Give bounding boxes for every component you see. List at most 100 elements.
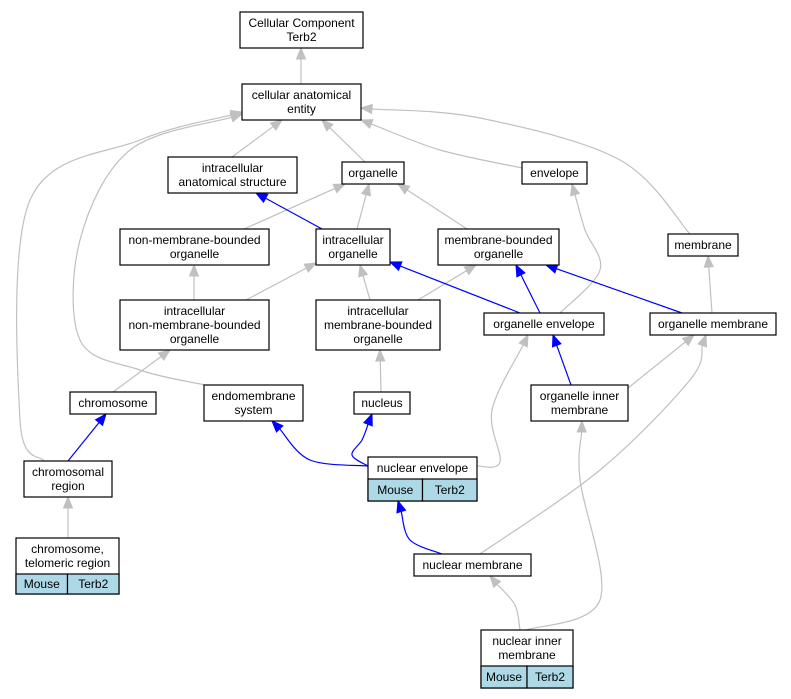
edge-line	[559, 194, 602, 314]
annotation-species: Mouse	[486, 670, 522, 684]
edge-arrowhead	[703, 254, 715, 268]
node-box	[69, 391, 157, 415]
edge-oenv-to-envelope	[559, 182, 602, 314]
node-box	[23, 460, 113, 498]
node-box	[483, 312, 605, 336]
edge-line	[279, 428, 369, 467]
edge-arrowhead	[271, 420, 284, 433]
edge-nmbo-to-organelle	[243, 183, 347, 230]
edge-arrowhead	[697, 333, 708, 348]
node-membrane[interactable]: membrane	[667, 233, 739, 257]
edge-arrowhead	[188, 263, 200, 277]
edge-arrowhead	[360, 182, 372, 197]
edge-nenv-to-nucleus	[351, 412, 373, 467]
node-label-line: organelle membrane	[658, 317, 768, 331]
edge-oenv-to-io	[388, 261, 521, 314]
edge-oim-to-oenv	[551, 333, 572, 386]
node-label-line: nuclear envelope	[377, 461, 469, 475]
edge-nenv-to-endo	[271, 420, 369, 467]
node-box	[521, 161, 588, 185]
edge-line	[417, 270, 467, 301]
edge-cae-to-root	[295, 46, 307, 84]
edge-line	[400, 265, 521, 314]
node-label-line: entity	[287, 102, 316, 116]
node-label-line: organelle	[474, 247, 524, 261]
edge-arrowhead	[94, 412, 107, 427]
node-box	[353, 391, 411, 415]
node-box	[667, 233, 739, 257]
node-label-line: non-membrane-bounded	[128, 233, 260, 247]
edge-line	[16, 114, 232, 462]
edge-line	[379, 360, 382, 393]
edge-arrowhead	[388, 261, 403, 272]
edge-oim-to-omem	[627, 334, 696, 389]
node-label-line: envelope	[530, 166, 579, 180]
node-label-line: membrane-bounded	[444, 233, 552, 247]
annotation-gene: Terb2	[78, 577, 108, 591]
edge-arrowhead	[269, 119, 284, 132]
edge-arrowhead	[375, 348, 386, 362]
node-label-line: region	[51, 479, 84, 493]
edge-ctr-to-chreg	[62, 495, 74, 538]
node-box	[241, 83, 362, 121]
node-envelope[interactable]: envelope	[521, 161, 588, 185]
node-inmbo[interactable]: intracellularnon-membrane-boundedorganel…	[119, 299, 270, 351]
edge-ias-to-cae	[231, 119, 284, 158]
edge-line	[67, 422, 100, 462]
node-nucleus[interactable]: nucleus	[353, 391, 411, 415]
edge-line	[72, 116, 232, 386]
node-label-line: organelle	[170, 247, 220, 261]
node-label-line: Cellular Component	[248, 16, 355, 30]
edge-arrowhead	[463, 264, 478, 276]
annotation-cell	[526, 665, 574, 689]
edge-chreg-to-chromosome	[67, 412, 107, 462]
edge-arrowhead	[576, 419, 587, 433]
node-organelle[interactable]: organelle	[341, 161, 405, 185]
node-nmem[interactable]: nuclear membrane	[413, 553, 532, 577]
edge-ninm-to-oim	[525, 419, 603, 631]
node-label-line: organelle envelope	[493, 317, 595, 331]
edge-inmbo-to-io	[245, 262, 318, 301]
node-label-line: nuclear inner	[492, 634, 561, 648]
edge-ninm-to-nmem	[489, 574, 521, 631]
annotation-gene: Terb2	[535, 670, 565, 684]
node-oenv[interactable]: organelle envelope	[483, 312, 605, 336]
edge-arrowhead	[332, 183, 347, 194]
edge-arrowhead	[570, 182, 581, 197]
node-box	[239, 11, 364, 49]
edge-arrowhead	[518, 333, 529, 348]
edge-omem-to-membrane	[703, 254, 715, 314]
node-box	[437, 228, 560, 266]
edge-arrowhead	[362, 412, 373, 427]
edge-endo-to-cae	[72, 112, 244, 386]
edge-line	[371, 123, 523, 169]
node-label-line: chromosomal	[32, 465, 104, 479]
node-label-line: intracellular	[322, 233, 383, 247]
edge-arrowhead	[157, 349, 172, 362]
edge-line	[356, 194, 367, 230]
edge-arrowhead	[544, 263, 559, 274]
node-omem[interactable]: organelle membrane	[649, 312, 777, 336]
edge-arrowhead	[358, 263, 369, 278]
edge-imbo-to-io	[358, 263, 371, 301]
edge-line	[406, 189, 468, 230]
node-box	[341, 161, 405, 185]
node-label-line: membrane	[674, 238, 732, 252]
node-label-line: system	[234, 403, 272, 417]
node-chromosome[interactable]: chromosome	[69, 391, 157, 415]
